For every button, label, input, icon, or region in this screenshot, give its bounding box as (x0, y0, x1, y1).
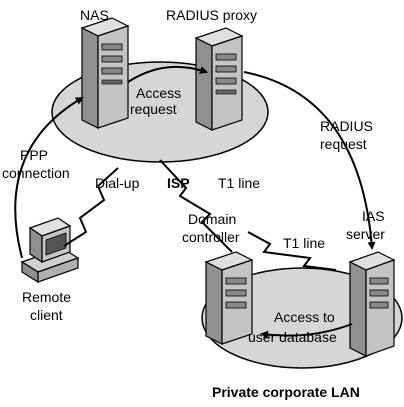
ias-label-1: IAS (362, 208, 385, 224)
t1-line-bottom-label: T1 line (283, 235, 325, 251)
access-request-arrow (127, 65, 208, 83)
ias-label-2: server (346, 226, 385, 242)
radius-request-label-1: RADIUS (320, 118, 373, 134)
private-lan-label: Private corporate LAN (212, 384, 360, 400)
domain-controller-server-icon (204, 251, 254, 345)
radius-proxy-label: RADIUS proxy (166, 7, 257, 23)
nas-server-icon (80, 17, 130, 129)
domain-controller-label-1: Domain (188, 211, 236, 227)
isp-label: ISP (167, 175, 190, 191)
radius-request-arrow (243, 71, 376, 250)
t1-link-isp (159, 159, 233, 253)
remote-client-label-2: client (30, 307, 63, 323)
access-database-arrow (260, 323, 353, 339)
access-request-label-2: request (130, 101, 177, 117)
t1-line-top-label: T1 line (218, 175, 260, 191)
dialup-label: Dial-up (95, 175, 140, 191)
access-db-label-1: Access to (274, 309, 335, 325)
dialup-link (63, 167, 119, 247)
radius-proxy-server-icon (194, 27, 244, 131)
remote-client-label-1: Remote (22, 289, 71, 305)
ppp-label-2: connection (2, 165, 70, 181)
t1-link-lan (247, 231, 337, 271)
access-request-label-1: Access (136, 85, 181, 101)
nas-label: NAS (80, 7, 109, 23)
ppp-label-1: PPP (20, 147, 48, 163)
ias-server-icon (348, 251, 396, 357)
domain-controller-label-2: controller (182, 229, 240, 245)
remote-client-computer-icon (20, 217, 80, 284)
access-db-label-2: user database (248, 329, 337, 345)
ppp-connection-arrow (14, 96, 84, 259)
radius-request-label-2: request (320, 136, 367, 152)
